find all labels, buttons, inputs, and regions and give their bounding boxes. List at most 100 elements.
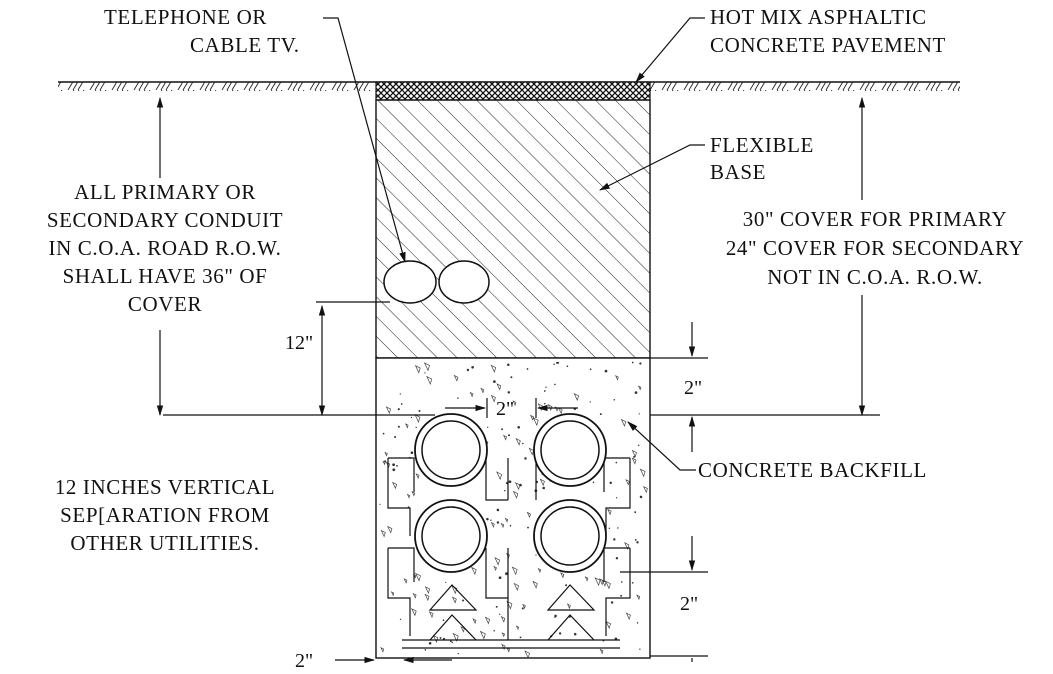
speckle-dot	[439, 636, 442, 639]
primary-cover-note-line4: SHALL HAVE 36" OF	[62, 264, 268, 288]
leader-lines	[323, 17, 705, 471]
speckle-aggregate	[479, 630, 486, 640]
primary-cover-note-line5: COVER	[127, 292, 203, 316]
speckle-aggregate	[484, 616, 491, 625]
speckle-dot	[589, 401, 591, 403]
speckle-aggregate	[380, 646, 385, 653]
speckle-aggregate	[557, 407, 563, 415]
speckle-aggregate	[414, 572, 421, 582]
speckle-dot	[382, 432, 385, 435]
speckle-dot	[573, 632, 577, 636]
speckle-dot	[399, 618, 402, 620]
speckle-aggregate	[624, 542, 630, 550]
speckle-aggregate	[382, 460, 386, 466]
speckle-aggregate	[512, 490, 519, 499]
speckle-aggregate	[472, 618, 477, 625]
speckle-dot	[496, 508, 500, 512]
dimension-label-12in: 12"	[285, 332, 314, 354]
speckle-aggregate	[506, 600, 513, 610]
speckle-aggregate	[385, 406, 392, 415]
speckle-aggregate	[522, 603, 526, 610]
speckle-aggregate	[496, 471, 503, 481]
speckle-dot	[379, 503, 381, 505]
speckle-dot	[394, 435, 397, 439]
speckle-dot	[621, 581, 623, 583]
dimension-label-top-clearance: 2"	[684, 377, 703, 399]
speckle-dot	[510, 376, 513, 379]
speckle-dot	[457, 397, 459, 399]
primary-cover-note-line3: IN C.O.A. ROAD R.O.W.	[48, 236, 282, 260]
speckle-dot	[526, 368, 529, 370]
power-conduit-lower-left	[414, 499, 488, 573]
speckle-aggregate	[384, 451, 388, 457]
speckle-aggregate	[426, 375, 433, 385]
speckle-dot	[610, 601, 614, 604]
speckle-aggregate	[604, 580, 611, 590]
speckle-dot	[507, 363, 510, 366]
speckle-aggregate	[620, 418, 627, 427]
speckle-dot	[558, 632, 562, 635]
speckle-dot	[617, 527, 619, 529]
speckle-aggregate	[625, 612, 631, 621]
speckle-aggregate	[504, 517, 509, 523]
speckle-dot	[428, 641, 432, 645]
speckle-dot	[608, 527, 611, 530]
speckle-dot	[633, 455, 636, 458]
speckle-aggregate	[524, 650, 530, 659]
speckle-aggregate	[636, 594, 641, 601]
speckle-dot	[442, 619, 445, 621]
speckle-aggregate	[605, 620, 611, 630]
speckle-aggregate	[452, 632, 459, 642]
speckle-dot	[507, 434, 511, 437]
speckle-aggregate	[380, 529, 386, 538]
speckle-dot	[599, 413, 602, 416]
speckle-dot	[517, 426, 520, 429]
speckle-aggregate	[515, 625, 520, 631]
telephone-label-line2: CABLE TV.	[190, 33, 300, 57]
speckle-dot	[639, 648, 641, 650]
speckle-aggregate	[529, 414, 535, 421]
speckle-dot	[493, 380, 496, 383]
speckle-dot	[634, 391, 638, 394]
speckle-aggregate	[500, 522, 505, 529]
speckle-aggregate	[513, 582, 520, 591]
separation-note-line2: SEP[ARATION FROM	[60, 503, 270, 527]
speckle-aggregate	[539, 478, 545, 487]
speckle-aggregate	[502, 434, 507, 441]
speckle-dot	[397, 425, 400, 428]
speckle-dot	[487, 426, 489, 428]
speckle-dot	[501, 428, 504, 431]
flexible-base-label-line1: FLEXIBLE	[710, 133, 814, 157]
speckle-dot	[639, 495, 643, 499]
speckle-dot	[490, 519, 492, 521]
speckle-aggregate	[607, 508, 612, 516]
speckle-aggregate	[512, 400, 517, 407]
power-conduit-upper-left	[414, 413, 488, 487]
primary-cover-note-line1: ALL PRIMARY OR	[74, 180, 256, 204]
speckle-dot	[424, 649, 427, 651]
speckle-aggregate	[594, 577, 601, 587]
speckle-dot	[407, 506, 410, 508]
speckle-dot	[589, 368, 592, 371]
speckle-dot	[592, 481, 595, 484]
speckle-dot	[450, 640, 452, 643]
speckle-dot	[556, 362, 558, 364]
speckle-dot	[631, 361, 634, 364]
separation-note-line1: 12 INCHES VERTICAL	[54, 475, 276, 499]
speckle-dot	[522, 442, 524, 445]
speckle-dot	[613, 398, 616, 401]
speckle-dot	[553, 363, 555, 366]
speckle-aggregate	[639, 468, 646, 478]
speckle-aggregate	[584, 576, 589, 582]
telephone-conduit-left	[383, 260, 437, 304]
dimension-label-side-clearance: 2"	[295, 650, 314, 672]
speckle-aggregate	[599, 648, 604, 655]
speckle-aggregate	[390, 591, 395, 597]
speckle-dot	[504, 489, 506, 492]
speckle-aggregate	[537, 567, 542, 573]
speckle-dot	[535, 554, 537, 556]
speckle-dot	[636, 622, 639, 624]
speckle-dot	[392, 463, 395, 467]
speckle-dot	[527, 526, 529, 529]
cover-note-line2: 24" COVER FOR SECONDARY	[725, 236, 1025, 260]
